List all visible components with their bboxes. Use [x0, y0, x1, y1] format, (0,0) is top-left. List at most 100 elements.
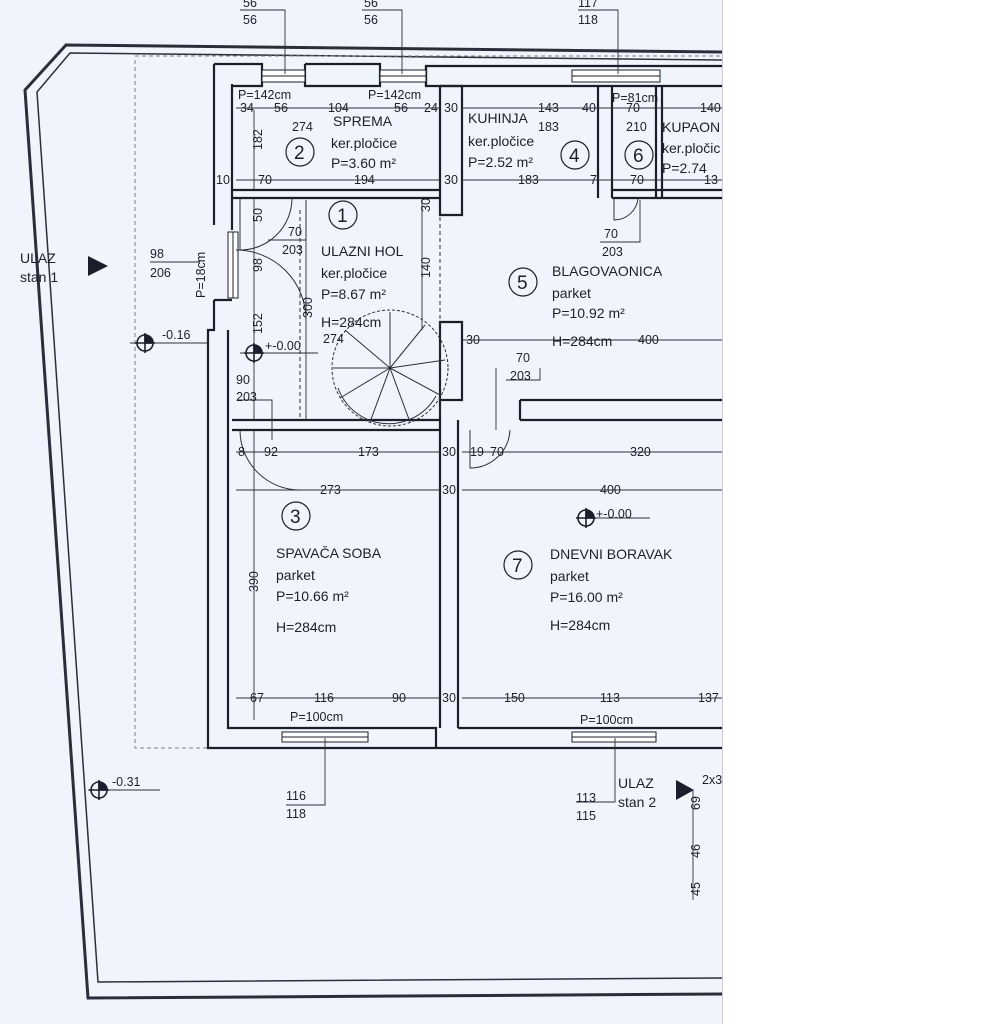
dim-top-5: 30 — [444, 101, 458, 115]
window-3-top: 117 — [578, 0, 598, 10]
room-2-floor: ker.pločice — [331, 135, 397, 151]
window-6-bottom: 115 — [576, 809, 596, 823]
dim-row4-1: 30 — [442, 483, 456, 497]
dim-hall-140: 140 — [419, 257, 433, 278]
door-3-bottom: 203 — [236, 390, 257, 404]
dim-top-7: 40 — [582, 101, 596, 115]
dim-row4-2: 400 — [600, 483, 621, 497]
spiral-staircase — [299, 210, 449, 427]
room-6-number: 6 — [633, 146, 644, 167]
room-3-area: P=10.66 m² — [276, 588, 349, 604]
room-number-circles — [281, 137, 654, 580]
level-living: +-0.00 — [596, 507, 632, 521]
window-2-bottom: 56 — [364, 13, 378, 27]
room-7-number: 7 — [512, 556, 523, 577]
dim-top-0: 34 — [240, 101, 254, 115]
dim-row3-6: 320 — [630, 445, 651, 459]
dim-bottom-1: 116 — [314, 691, 334, 705]
dim-top-9: 140 — [700, 101, 721, 115]
window-1-top: 56 — [243, 0, 257, 10]
level-ground-left: -0.16 — [162, 328, 191, 342]
room-3-floor: parket — [276, 567, 315, 583]
dim-kuhinja-width: 183 — [538, 120, 559, 134]
dim-top-4: 24 — [424, 101, 438, 115]
dim-hall-left-1: 98 — [251, 258, 265, 272]
floor-plan-canvas: ULAZ stan 1 ULAZ stan 2 -0.16 +-0.00 +-0… — [0, 0, 722, 1024]
window-2-label: P=142cm — [368, 88, 421, 102]
dim-row2-4: 183 — [518, 173, 539, 187]
window-1-label: P=142cm — [238, 88, 291, 102]
window-5-bottom: 118 — [286, 807, 306, 821]
dim-hall-30: 30 — [419, 198, 433, 212]
dim-row3-3: 30 — [442, 445, 456, 459]
dim-edge: 2x3 — [702, 773, 722, 787]
room-7-name: DNEVNI BORAVAK — [550, 546, 673, 562]
level-outside: -0.31 — [112, 775, 141, 789]
room-2-number: 2 — [294, 143, 305, 164]
callout-leaders — [150, 9, 641, 806]
dim-room3-height: 390 — [247, 571, 261, 592]
room-5-floor: parket — [552, 285, 591, 301]
dim-row2-1: 70 — [258, 173, 272, 187]
level-hall: +-0.00 — [265, 339, 301, 353]
dim-hall-left-0: 50 — [251, 208, 265, 222]
entrance-arrows — [88, 256, 694, 800]
window-2-top: 56 — [364, 0, 378, 10]
dim-stair-2: 45 — [689, 882, 703, 896]
dim-hall-274: 274 — [323, 332, 344, 346]
entrance-arrow-stan1 — [88, 256, 108, 276]
room-4-floor: ker.pločice — [468, 133, 534, 149]
dim-stair-0: 69 — [689, 796, 703, 810]
level-markers — [89, 333, 596, 800]
dim-bottom-6: 137 — [698, 691, 719, 705]
room-5-height: H=284cm — [552, 333, 612, 349]
window-4-label: P=18cm — [194, 252, 208, 298]
room-6-area: P=2.74 — [662, 160, 707, 176]
dim-top-1: 56 — [274, 101, 288, 115]
dimension-lines — [88, 107, 722, 900]
dim-row2-3: 30 — [444, 173, 458, 187]
exterior-walls — [206, 62, 722, 750]
room-2-name: SPREMA — [333, 113, 393, 129]
dim-sprema-width: 274 — [292, 120, 313, 134]
window-4-top: 98 — [150, 247, 164, 261]
room-7-floor: parket — [550, 568, 589, 584]
dim-row2-5: 7 — [590, 173, 597, 187]
dim-row2-0: 10 — [216, 173, 230, 187]
room-6-floor: ker.pločic — [662, 140, 720, 156]
entrance-stan1-line1: ULAZ — [20, 250, 56, 266]
room-3-name: SPAVAČA SOBA — [276, 545, 382, 561]
window-6-label: P=100cm — [580, 713, 633, 727]
entrance-arrow-stan2 — [676, 780, 694, 800]
room-4-number: 4 — [569, 146, 580, 167]
entrance-stan1-line2: stan 1 — [20, 269, 58, 285]
dim-row2-6: 70 — [630, 173, 644, 187]
dim-bottom-2: 90 — [392, 691, 406, 705]
window-4-bottom: 206 — [150, 266, 171, 280]
door-4-top: 70 — [516, 351, 530, 365]
room-1-number: 1 — [337, 206, 348, 227]
room-1-name: ULAZNI HOL — [321, 243, 404, 259]
room-6-name: KUPAON — [662, 119, 720, 135]
plot-boundary — [23, 43, 723, 1000]
door-1-bottom: 203 — [282, 243, 303, 257]
dim-row3-0: 8 — [238, 445, 245, 459]
window-3-bottom: 118 — [578, 13, 598, 27]
dim-row2-7: 13 — [704, 173, 718, 187]
dim-top-3: 56 — [394, 101, 408, 115]
floor-plan: ULAZ stan 1 ULAZ stan 2 -0.16 +-0.00 +-0… — [20, 0, 723, 1000]
dim-blag-30: 30 — [466, 333, 480, 347]
dim-blag-400: 400 — [638, 333, 659, 347]
blank-margin — [722, 0, 994, 1024]
door-4-bottom: 203 — [510, 369, 531, 383]
room-4-name: KUHINJA — [468, 110, 529, 126]
dim-row3-4: 19 — [470, 445, 484, 459]
window-5-top: 116 — [286, 789, 306, 803]
dim-row3-5: 70 — [490, 445, 504, 459]
dim-sprema-height: 182 — [251, 129, 265, 150]
level-marker-ground-left — [135, 333, 155, 353]
room-2-area: P=3.60 m² — [331, 155, 396, 171]
level-marker-outside — [89, 780, 109, 800]
window-1-bottom: 56 — [243, 13, 257, 27]
dim-row4-0: 273 — [320, 483, 341, 497]
